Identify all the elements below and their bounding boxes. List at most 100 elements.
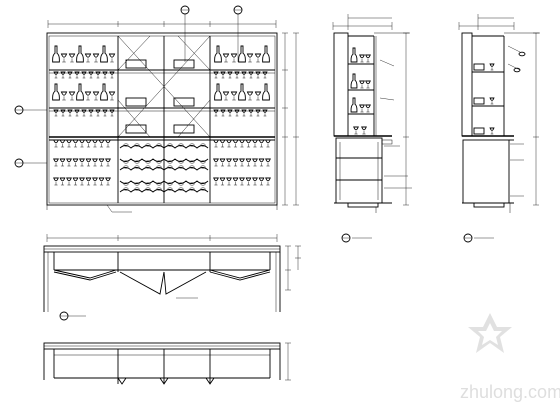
glass-shape [108,53,116,58]
glass-shape [85,158,92,163]
bottle-shape [214,45,222,63]
section-marker-left-1 [14,105,47,115]
glass-door-diagonals [117,35,211,138]
glass-shape [85,177,92,182]
glass-shape [81,109,87,113]
bottle-end [189,165,195,169]
glass-shape [59,139,66,144]
bottle-end [156,187,162,191]
glass-shape [252,158,258,163]
bottle-shape [52,83,60,101]
glass-shape [72,158,79,163]
bottle-end [167,182,173,186]
glass-shape [92,53,100,58]
bottle-end [145,187,151,191]
front-elevation [14,5,299,213]
glass-shape [241,109,247,113]
bottle-end [167,165,173,169]
watermark: zhulong.com [460,313,560,402]
plan-bottom [43,342,291,385]
bottle-end [123,182,129,186]
bottle-shape [76,83,84,101]
glass-shape [53,177,59,182]
glass-shape [252,139,258,144]
plan-top [43,234,301,321]
glass-shape [72,177,79,182]
glass-shape [359,80,365,85]
bottle-end [156,143,162,147]
glass-shape [219,158,226,163]
bottle-shape [100,45,108,63]
box-item [473,127,485,135]
glass-shape [213,109,219,113]
glass-shape [239,177,245,182]
glass-shape [245,158,252,163]
bottle-end [134,165,140,169]
glass-shape [60,53,68,58]
bottle-end [200,160,206,164]
glass-shape [67,109,73,113]
glass-shape [239,139,245,144]
bottle-end [200,187,206,191]
glass-shape [66,139,72,144]
glass-shape [79,139,85,144]
glass-shape [254,53,262,58]
bottle-shape [238,83,246,101]
bottle-end [134,187,140,191]
glass-shape [255,109,261,113]
glass-shape [109,71,115,75]
bottle-end [189,187,195,191]
bottle-end [189,143,195,147]
glass-shape [105,158,111,163]
glass-shape [246,91,254,96]
section-b [458,14,540,243]
glass-shape [227,71,233,75]
bottle-shape [262,45,270,63]
glass-shape [230,53,238,58]
glass-shape [67,71,73,75]
section-marker-top-left [180,5,190,62]
bottle-shape [238,45,246,63]
glass-shape [365,80,371,85]
glass-shape [230,91,238,96]
glass-shape [226,139,232,144]
glass-shape [53,139,59,144]
glass-shape [92,91,100,96]
glass-shape [53,71,59,75]
bottle-end [178,187,184,191]
glass-shape [213,139,219,144]
bottle-end [145,165,151,169]
glass-shape [88,109,94,113]
glass-shape [108,91,116,96]
glass-shape [254,91,262,96]
bottle-shape [76,45,84,63]
glass-shape [98,139,105,144]
glass-shape [68,53,76,58]
bottle-end [200,182,206,186]
glass-shape [226,158,232,163]
glass-shape [262,71,268,75]
bottle-shape [262,83,270,101]
glass-shape [246,53,254,58]
bottle-end [145,160,151,164]
glass-shape [232,177,239,182]
glass-shape [213,158,219,163]
glass-shape [74,71,80,75]
bottle-end [156,182,162,186]
bottle-end [189,160,195,164]
watermark-text: zhulong.com [460,382,560,402]
glass-shape [234,109,240,113]
bottle-end [178,143,184,147]
bottle-end [123,165,129,169]
bottle-end [134,182,140,186]
glass-shape [213,177,219,182]
box-item [473,97,485,105]
glass-shape [219,139,226,144]
section-b-items [473,63,495,135]
glass-shape [489,63,495,67]
bottle-end [145,182,151,186]
bottle-end [134,143,140,147]
bottle-end [123,143,129,147]
bottle-end [123,160,129,164]
glass-shape [258,158,265,163]
